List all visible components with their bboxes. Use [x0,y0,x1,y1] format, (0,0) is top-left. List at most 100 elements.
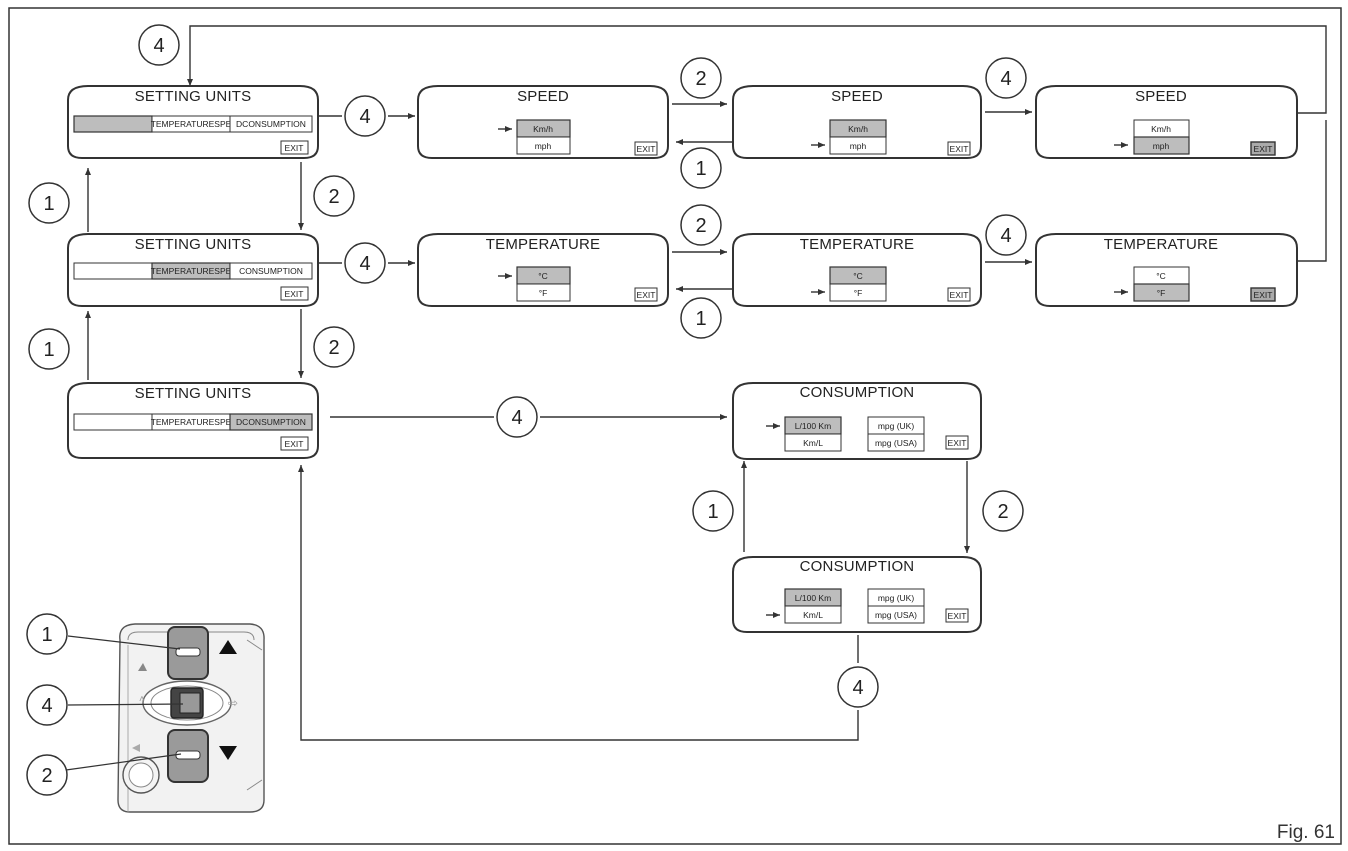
svg-text:4: 4 [1000,68,1011,90]
svg-text:1: 1 [41,624,52,646]
handlebar-control-illustration: ˄ ⇨ 1 4 2 [26,613,265,813]
consumption-title: CONSUMPTION [800,384,915,401]
temp-opt-f: °F [1157,288,1166,298]
speed-title: SPEED [1135,88,1187,105]
connectors [85,25,1327,741]
marker-left-1-lower: 1 [28,328,70,370]
setting-units-title: SETTING UNITS [135,385,252,402]
screen-temperature-1: TEMPERATURE °C °F EXIT [417,233,669,307]
marker-temp-4: 4 [985,214,1027,256]
svg-text:4: 4 [153,35,164,57]
marker-speed-1: 1 [680,147,722,189]
exit-label: EXIT [285,439,304,449]
marker-speed-2: 2 [680,57,722,99]
loop-back-line [187,25,1327,114]
exit-label: EXIT [637,290,656,300]
marker-temp-2: 2 [680,204,722,246]
svg-text:1: 1 [695,308,706,330]
marker-su3-cons-4: 4 [496,396,538,438]
cons-opt-mpg-uk: mpg (UK) [878,593,915,603]
marker-cons-4: 4 [837,666,879,708]
marker-right-2-lower: 2 [313,326,355,368]
marker-top-left-4: 4 [138,24,180,66]
screen-temperature-2: TEMPERATURE °C °F EXIT [732,233,982,307]
exit-label: EXIT [1254,290,1273,300]
screen-temperature-3: TEMPERATURE °C °F EXIT [1035,233,1298,307]
diagram-frame [8,7,1342,845]
speed-opt-kmh: Km/h [533,124,553,134]
svg-text:2: 2 [41,765,52,787]
exit-label: EXIT [285,289,304,299]
svg-text:4: 4 [41,695,52,717]
speed-opt-kmh: Km/h [1151,124,1171,134]
label-button-enter: 4 [26,684,68,726]
temp-opt-c: °C [538,271,548,281]
exit-label: EXIT [637,144,656,154]
svg-text:2: 2 [997,501,1008,523]
svg-text:4: 4 [359,106,370,128]
temp-opt-c: °C [853,271,863,281]
svg-text:2: 2 [695,215,706,237]
tab-temperature: TEMPERATURESPE [151,266,232,276]
exit-label: EXIT [1254,144,1273,154]
marker-temp-1: 1 [680,297,722,339]
speed-opt-kmh: Km/h [848,124,868,134]
svg-text:4: 4 [1000,225,1011,247]
tab-consumption: DCONSUMPTION [236,417,306,427]
speed-title: SPEED [831,88,883,105]
screen-setting-units-3: SETTING UNITS TEMPERATURESPE DCONSUMPTIO… [67,382,319,459]
down-button-illustration [167,729,209,783]
svg-text:1: 1 [43,193,54,215]
speed-opt-mph: mph [1153,141,1170,151]
cons-opt-l100km: L/100 Km [795,421,831,431]
marker-su2-temp-4: 4 [344,242,386,284]
cons-opt-mpg-uk: mpg (UK) [878,421,915,431]
marker-cons-2: 2 [982,490,1024,532]
marker-su1-speed-4: 4 [344,95,386,137]
temp-opt-c: °C [1156,271,1166,281]
up-button-illustration [167,626,209,680]
svg-text:1: 1 [707,501,718,523]
speed-opt-mph: mph [850,141,867,151]
cons-opt-kml: Km/L [803,438,823,448]
screen-speed-3: SPEED Km/h mph EXIT [1035,85,1298,159]
down-triangle-icon [219,746,237,760]
exit-label: EXIT [285,143,304,153]
screen-consumption-1: CONSUMPTION L/100 Km Km/L mpg (UK) mpg (… [732,382,982,460]
enter-button-illustration [142,680,232,726]
setting-units-title: SETTING UNITS [135,236,252,253]
svg-text:⇨: ⇨ [228,696,238,710]
marker-left-1-upper: 1 [28,182,70,224]
exit-label: EXIT [948,438,967,448]
tab-consumption: DCONSUMPTION [236,119,306,129]
temp-opt-f: °F [854,288,863,298]
exit-label: EXIT [948,611,967,621]
cons2-to-su3-arrow [298,465,859,741]
tab-consumption: CONSUMPTION [239,266,303,276]
screen-consumption-2: CONSUMPTION L/100 Km Km/L mpg (UK) mpg (… [732,556,982,633]
temp-opt-f: °F [539,288,548,298]
tab-temperature: TEMPERATURESPE [151,119,232,129]
svg-text:2: 2 [328,337,339,359]
screen-speed-2: SPEED Km/h mph EXIT [732,85,982,159]
temperature-title: TEMPERATURE [800,236,914,253]
figure-label: Fig. 61 [1277,822,1335,843]
svg-text:4: 4 [359,253,370,275]
marker-cons-1: 1 [692,490,734,532]
screen-setting-units-1: SETTING UNITS TEMPERATURESPE DCONSUMPTIO… [67,85,319,159]
tab-temperature: TEMPERATURESPE [151,417,232,427]
exit-label: EXIT [950,290,969,300]
label-button-up: 1 [26,613,68,655]
up-triangle-icon [219,640,237,654]
svg-text:4: 4 [511,407,522,429]
svg-text:1: 1 [695,158,706,180]
speed-opt-mph: mph [535,141,552,151]
label-button-down: 2 [26,754,68,796]
marker-speed-4: 4 [985,57,1027,99]
cons-opt-l100km: L/100 Km [795,593,831,603]
temperature-title: TEMPERATURE [486,236,600,253]
exit-label: EXIT [950,144,969,154]
cons-opt-mpg-usa: mpg (USA) [875,610,917,620]
setting-units-title: SETTING UNITS [135,88,252,105]
